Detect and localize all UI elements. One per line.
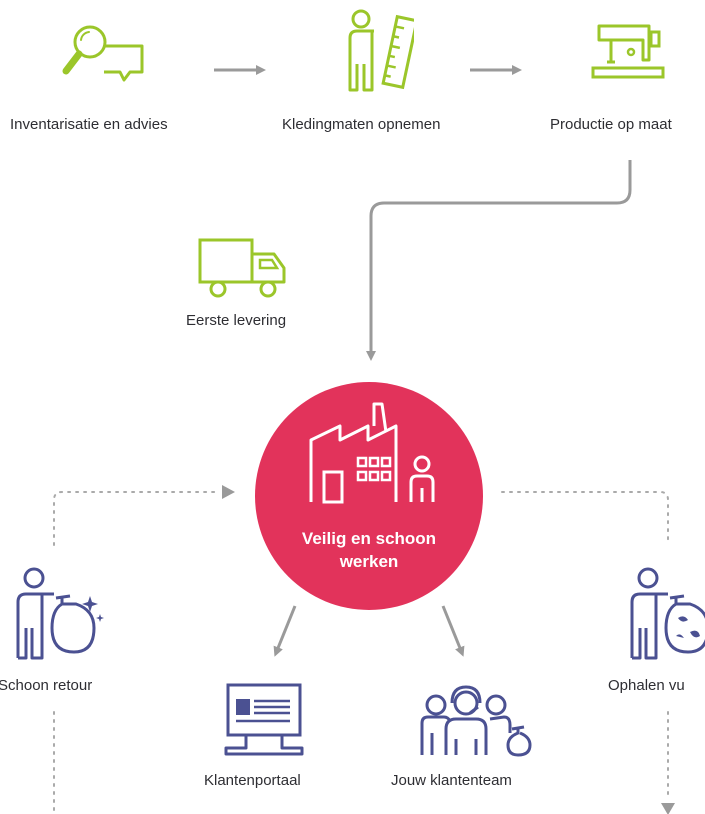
step-inventory-label: Inventarisatie en advies (10, 116, 168, 133)
magnifier-chat-icon (62, 25, 144, 82)
step-delivery-label: Eerste levering (186, 312, 287, 329)
hub-circle (255, 382, 483, 610)
arrow-hub-to-team (441, 605, 465, 657)
service-clean-return-label: Schoon retour (0, 677, 93, 694)
step-production-label: Productie op maat (550, 116, 672, 133)
hub-title: Veilig en schoon werken (255, 527, 483, 573)
dotted-hub-to-pickup (501, 491, 669, 546)
delivery-truck-icon (198, 238, 286, 298)
arrow-head-into-hub (222, 485, 235, 499)
monitor-icon (224, 683, 304, 756)
step-measure-label: Kledingmaten opnemen (282, 116, 441, 133)
arrow-production-to-hub (366, 160, 632, 361)
dotted-clean-return-to-hub (53, 491, 219, 546)
service-pickup-label: Ophalen vu (608, 677, 685, 694)
arrow-head-pickup-down (661, 803, 675, 814)
arrow-hub-to-portal (273, 605, 297, 657)
hub-title-line2: werken (339, 552, 399, 571)
factory-person-icon (309, 402, 435, 504)
service-portal-label: Klantenportaal (204, 772, 301, 789)
service-team-label: Jouw klantenteam (391, 772, 512, 789)
hub-title-line1: Veilig en schoon (301, 529, 437, 548)
person-clean-bag-icon (16, 567, 104, 660)
sewing-machine-icon (591, 24, 665, 79)
person-dirty-bag-icon (630, 567, 705, 660)
person-ruler-icon (348, 9, 414, 92)
team-headset-icon (420, 685, 532, 757)
